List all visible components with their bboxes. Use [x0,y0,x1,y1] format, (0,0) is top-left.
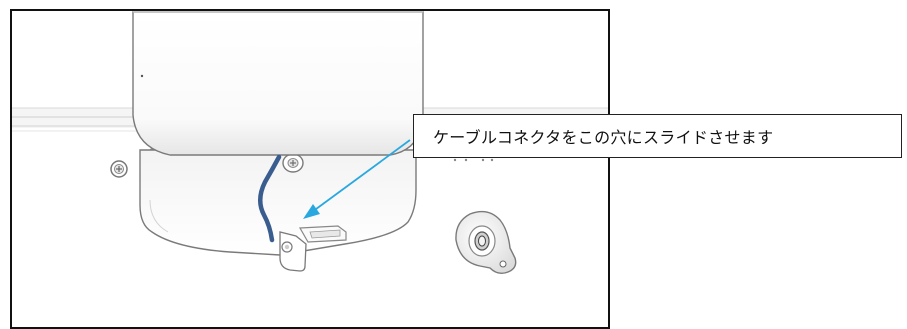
top-screw-icon [282,153,304,173]
callout-text: ケーブルコネクタをこの穴にスライドさせます [433,128,774,147]
bracket-edge-dots [453,158,494,162]
mounting-bracket [139,149,417,272]
device-housing [132,11,424,156]
left-screw-icon [110,160,128,178]
cable [258,154,282,243]
round-wall-mount [455,210,517,275]
callout-arrow [303,139,411,219]
callout-label: ケーブルコネクタをこの穴にスライドさせます [413,114,902,158]
